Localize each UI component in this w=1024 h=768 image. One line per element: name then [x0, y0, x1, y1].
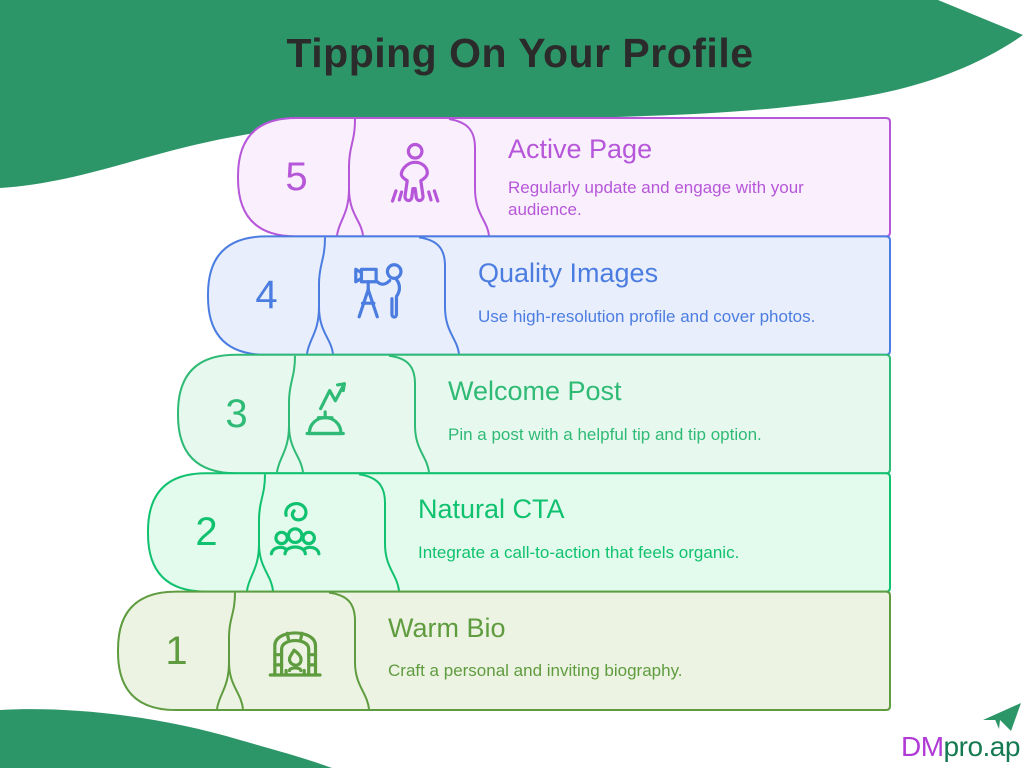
- step-row: [178, 355, 890, 473]
- icon-divider: [359, 474, 399, 590]
- brand-logo-prefix: DM: [901, 731, 944, 762]
- step-row: [118, 592, 890, 710]
- step-number: 5: [285, 154, 308, 199]
- step-number: 3: [225, 391, 248, 436]
- icon-divider: [449, 119, 489, 235]
- icon-divider: [389, 356, 429, 472]
- step-description: Regularly update and engage with your au…: [508, 178, 804, 220]
- step-heading: Quality Images: [478, 258, 659, 288]
- icon-bubble-left-flare: [259, 544, 273, 591]
- step-outline: [118, 592, 890, 710]
- icon-bubble-left-flare: [349, 188, 363, 235]
- number-divider: [337, 119, 355, 235]
- walking-person-icon: [393, 145, 438, 202]
- fireplace-icon: [270, 633, 320, 675]
- brand-logo-suffix: pro.ap: [943, 731, 1021, 762]
- icon-bubble-left-flare: [289, 425, 303, 472]
- header-blob: [0, 0, 1023, 188]
- icon-divider: [329, 593, 369, 709]
- page-title: Tipping On Your Profile: [286, 30, 754, 76]
- step-description: Pin a post with a helpful tip and tip op…: [448, 425, 762, 444]
- step-heading: Welcome Post: [448, 376, 622, 406]
- step-description: Use high-resolution profile and cover ph…: [478, 307, 816, 326]
- burner-flame-icon: [307, 384, 344, 434]
- icon-divider: [419, 237, 459, 353]
- step-description: Integrate a call-to-action that feels or…: [418, 543, 740, 562]
- number-divider: [277, 356, 295, 472]
- number-divider: [217, 593, 235, 709]
- step-heading: Warm Bio: [388, 613, 506, 643]
- audience-group-icon: [271, 504, 318, 554]
- number-divider: [247, 474, 265, 590]
- icon-bubble-left-flare: [229, 662, 243, 709]
- step-description: Craft a personal and inviting biography.: [388, 661, 683, 680]
- photographer-tripod-icon: [356, 265, 401, 317]
- step-number: 2: [195, 509, 218, 554]
- icon-bubble-left-flare: [319, 307, 333, 354]
- step-heading: Natural CTA: [418, 494, 565, 524]
- brand-logo: DMpro.ap: [901, 731, 1020, 763]
- step-number: 1: [165, 628, 188, 673]
- footer-blob: [0, 709, 332, 768]
- step-number: 4: [255, 272, 278, 317]
- number-divider: [307, 237, 325, 353]
- step-heading: Active Page: [508, 134, 653, 164]
- paper-plane-icon: [983, 703, 1021, 731]
